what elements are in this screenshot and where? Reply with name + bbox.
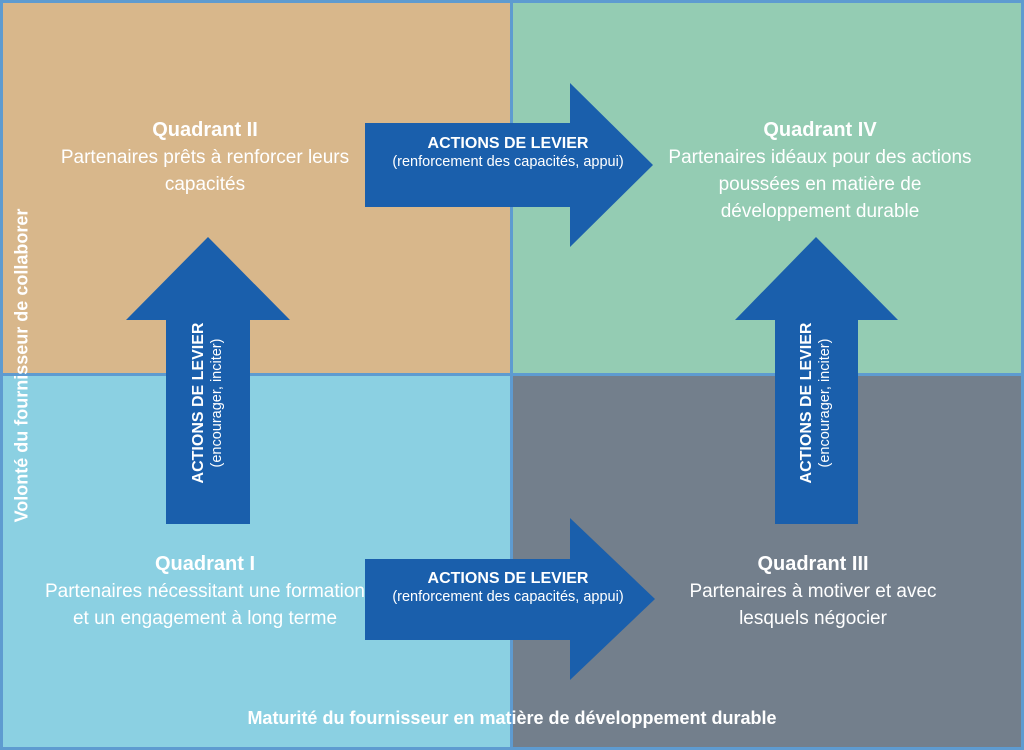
arrow-bottom-label: ACTIONS DE LEVIER (renforcement des capa… xyxy=(368,570,648,606)
quadrant-iv-label: Quadrant IV Partenaires idéaux pour des … xyxy=(655,117,985,225)
quadrant-iv-text: Partenaires idéaux pour des actions pous… xyxy=(668,147,972,222)
quadrant-ii-text: Partenaires prêts à renforcer leurs capa… xyxy=(60,147,350,195)
arrow-up-left xyxy=(126,237,290,524)
quadrant-i-title: Quadrant I xyxy=(154,553,255,575)
arrow-left-title: ACTIONS DE LEVIER xyxy=(190,322,207,484)
arrow-right-text: (encourager, inciter) xyxy=(817,338,833,468)
arrow-top-title: ACTIONS DE LEVIER xyxy=(427,135,589,152)
quadrant-iii-title: Quadrant III xyxy=(757,553,869,575)
quadrant-ii-title: Quadrant II xyxy=(152,119,258,141)
arrow-left-text: (encourager, inciter) xyxy=(209,338,225,468)
arrow-right-bottom xyxy=(365,518,655,680)
arrow-right-top xyxy=(365,83,653,247)
quadrant-iv-title: Quadrant IV xyxy=(763,119,877,141)
arrow-left-label: ACTIONS DE LEVIER (encourager, inciter) xyxy=(190,283,226,523)
quadrant-iii-text: Partenaires à motiver et avec lesquels n… xyxy=(689,581,937,629)
quadrant-i-text: Partenaires nécessitant une formation et… xyxy=(44,581,365,629)
x-axis-label: Maturité du fournisseur en matière de dé… xyxy=(247,708,777,728)
arrow-right-title: ACTIONS DE LEVIER xyxy=(798,322,815,484)
quadrant-i-label: Quadrant I Partenaires nécessitant une f… xyxy=(40,551,370,632)
quadrant-iii-label: Quadrant III Partenaires à motiver et av… xyxy=(683,551,943,632)
quadrant-ii-label: Quadrant II Partenaires prêts à renforce… xyxy=(40,117,370,198)
arrow-bottom-text: (renforcement des capacités, appui) xyxy=(392,589,624,605)
arrow-up-right xyxy=(735,237,898,524)
y-axis-label: Volonté du fournisseur de collaborer xyxy=(11,208,32,523)
arrow-right-label: ACTIONS DE LEVIER (encourager, inciter) xyxy=(798,283,834,523)
arrow-top-text: (renforcement des capacités, appui) xyxy=(392,154,624,170)
arrow-top-label: ACTIONS DE LEVIER (renforcement des capa… xyxy=(368,135,648,171)
arrow-bottom-title: ACTIONS DE LEVIER xyxy=(427,570,589,587)
